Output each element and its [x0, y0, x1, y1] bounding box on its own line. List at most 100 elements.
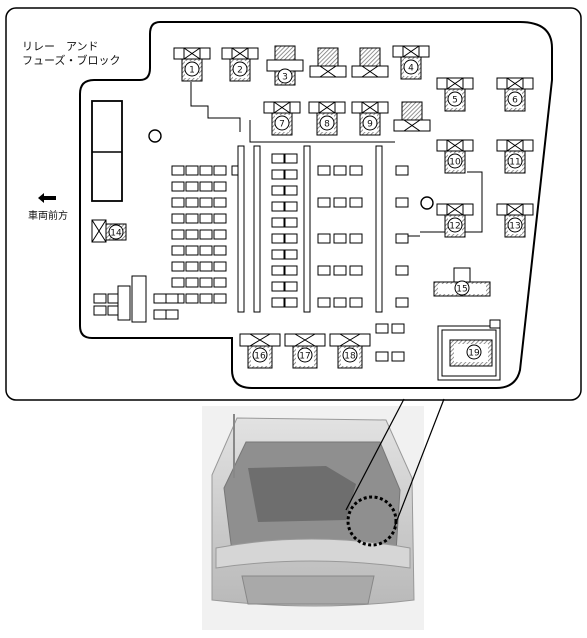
mini-fuse	[271, 169, 285, 180]
callout-circle	[108, 224, 124, 240]
mini-fuse	[284, 217, 298, 228]
callout-number: 9	[367, 120, 373, 130]
callout-circle	[342, 347, 358, 363]
mini-fuse	[171, 181, 185, 192]
relay-19-assembly	[437, 319, 501, 381]
mini-fuse	[375, 323, 389, 334]
callout-circle	[507, 217, 523, 233]
mini-fuse	[213, 261, 227, 272]
mini-fuse	[213, 277, 227, 288]
mini-fuse	[171, 197, 185, 208]
mini-fuse	[199, 293, 213, 304]
callout-number: 17	[299, 352, 310, 362]
callout-circle	[232, 61, 248, 77]
mini-fuse	[93, 305, 107, 316]
mini-fuse	[199, 181, 213, 192]
mini-fuse	[199, 277, 213, 288]
callout-circle	[277, 68, 293, 84]
callout-circle	[507, 153, 523, 169]
mini-fuse	[375, 351, 389, 362]
mini-fuse	[333, 197, 347, 208]
mini-fuse	[317, 297, 331, 308]
callout-number: 10	[449, 158, 461, 168]
mini-fuse	[391, 351, 405, 362]
callout-number: 18	[344, 352, 356, 362]
mini-fuse	[199, 229, 213, 240]
mini-fuse	[391, 323, 405, 334]
mini-fuse	[317, 265, 331, 276]
mini-fuse	[271, 281, 285, 292]
mini-fuse	[284, 185, 298, 196]
mini-fuse	[213, 181, 227, 192]
callout-number: 8	[324, 120, 330, 130]
mini-fuse	[271, 249, 285, 260]
mini-fuse	[395, 233, 409, 244]
mini-fuse	[333, 265, 347, 276]
callout-circle	[447, 217, 463, 233]
mini-fuse	[165, 309, 179, 320]
callout-number: 2	[237, 66, 243, 76]
mini-fuse	[213, 245, 227, 256]
mini-fuse	[284, 249, 298, 260]
callout-number: 3	[282, 73, 288, 83]
mini-fuse	[333, 233, 347, 244]
connector-block	[117, 285, 131, 321]
front-arrow-icon	[38, 193, 56, 203]
mount-hole	[420, 196, 434, 210]
relay	[351, 47, 389, 78]
callout-circle	[466, 344, 482, 360]
mini-fuse	[171, 277, 185, 288]
mini-fuse	[199, 197, 213, 208]
mini-fuse	[284, 169, 298, 180]
mini-fuse	[333, 297, 347, 308]
mini-fuse	[185, 229, 199, 240]
mini-fuse	[349, 197, 363, 208]
mini-fuse	[271, 153, 285, 164]
callout-number: 19	[468, 349, 480, 359]
mini-fuse	[185, 245, 199, 256]
mini-fuse	[171, 165, 185, 176]
callout-circle	[447, 91, 463, 107]
mini-fuse	[185, 293, 199, 304]
mini-fuse	[171, 245, 185, 256]
block-title-line2: フューズ・ブロック	[22, 53, 120, 67]
mini-fuse	[284, 281, 298, 292]
callout-number: 1	[189, 66, 195, 76]
mini-fuse	[199, 261, 213, 272]
block-title-line1: リレー アンド	[22, 40, 99, 53]
mini-fuse	[271, 201, 285, 212]
mini-fuse	[317, 233, 331, 244]
mini-fuse	[185, 261, 199, 272]
mini-fuse	[93, 293, 107, 304]
mini-fuse	[199, 213, 213, 224]
mini-fuse	[185, 277, 199, 288]
callout-number: 13	[509, 222, 520, 232]
fuse-array	[93, 145, 409, 362]
mini-fuse	[284, 265, 298, 276]
zoom-highlight-circle	[346, 495, 398, 547]
bus-bar	[303, 145, 311, 313]
mini-fuse	[284, 153, 298, 164]
relay	[309, 47, 347, 78]
callout-circle	[447, 153, 463, 169]
mini-fuse	[199, 165, 213, 176]
mini-fuse	[395, 165, 409, 176]
mini-fuse	[153, 293, 167, 304]
callout-circle	[403, 59, 419, 75]
engine-bay-photo	[202, 398, 445, 630]
mini-fuse	[349, 265, 363, 276]
callout-circle	[454, 280, 470, 296]
mini-fuse	[153, 309, 167, 320]
callout-number: 11	[509, 158, 520, 168]
callout-number: 5	[452, 96, 458, 106]
mini-fuse	[213, 197, 227, 208]
mini-fuse	[284, 201, 298, 212]
bus-bar	[375, 145, 383, 313]
mini-fuse	[284, 233, 298, 244]
mini-fuse	[317, 165, 331, 176]
callout-number: 14	[110, 229, 122, 239]
mini-fuse	[171, 261, 185, 272]
callout-number: 6	[512, 96, 518, 106]
